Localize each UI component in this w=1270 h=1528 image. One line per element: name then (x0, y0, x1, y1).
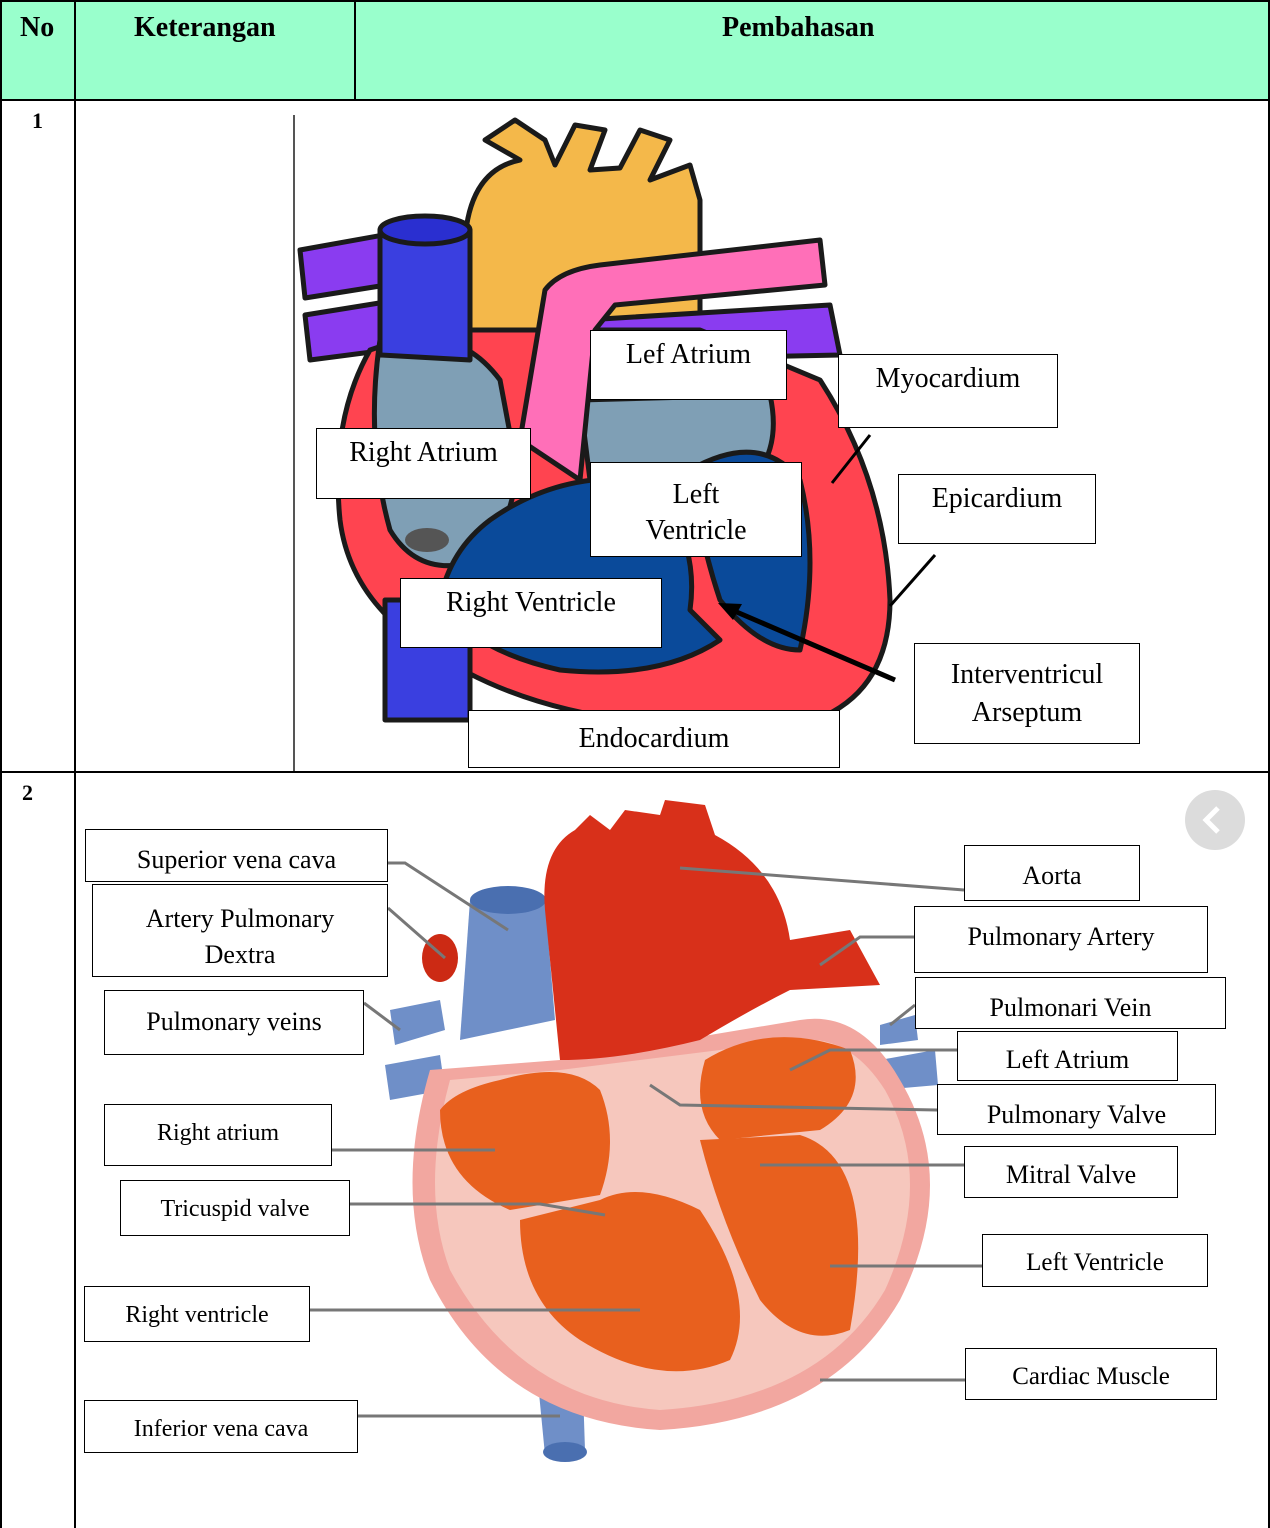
label-pulmonary-artery-text: Pulmonary Artery (967, 922, 1154, 951)
label-artery-pulmonary-line2: Dextra (205, 940, 276, 969)
label-right-ventricle-text: Right ventricle (125, 1302, 268, 1328)
label-pulmonary-valve: Pulmonary Valve (937, 1084, 1216, 1135)
label-pulmonary-valve-text: Pulmonary Valve (987, 1100, 1166, 1129)
label-pulmonary-artery: Pulmonary Artery (914, 906, 1208, 973)
label-artery-pulmonary-line1: Artery Pulmonary (146, 904, 334, 933)
label-mitral-valve-text: Mitral Valve (1006, 1160, 1136, 1189)
label-cardiac-muscle: Cardiac Muscle (965, 1348, 1217, 1400)
label-aorta-text: Aorta (1022, 861, 1081, 890)
label-pulmonari-vein-text: Pulmonari Vein (989, 993, 1151, 1022)
label-right-atrium: Right atrium (104, 1104, 332, 1166)
label-pulmonary-veins-text: Pulmonary veins (146, 1007, 322, 1036)
label-tricuspid-valve: Tricuspid valve (120, 1180, 350, 1236)
label-pulmonari-vein: Pulmonari Vein (915, 977, 1226, 1029)
label-left-ventricle: Left Ventricle (982, 1234, 1208, 1287)
label-left-ventricle-text: Left Ventricle (1026, 1249, 1164, 1276)
label-right-ventricle: Right ventricle (84, 1286, 310, 1342)
label-mitral-valve: Mitral Valve (964, 1146, 1178, 1198)
label-tricuspid-valve-text: Tricuspid valve (160, 1196, 309, 1222)
label-superior-vena-cava: Superior vena cava (85, 829, 388, 882)
label-cardiac-muscle-text: Cardiac Muscle (1012, 1363, 1170, 1390)
label-right-atrium-text: Right atrium (157, 1120, 279, 1146)
label-pulmonary-veins: Pulmonary veins (104, 990, 364, 1055)
label-aorta: Aorta (964, 845, 1140, 901)
label-left-atrium-text: Left Atrium (1006, 1045, 1129, 1074)
label-inferior-vena-cava: Inferior vena cava (84, 1400, 358, 1453)
label-inferior-vena-cava-text: Inferior vena cava (134, 1416, 309, 1442)
label-superior-vena-cava-text: Superior vena cava (137, 845, 336, 874)
label-left-atrium: Left Atrium (957, 1031, 1178, 1081)
